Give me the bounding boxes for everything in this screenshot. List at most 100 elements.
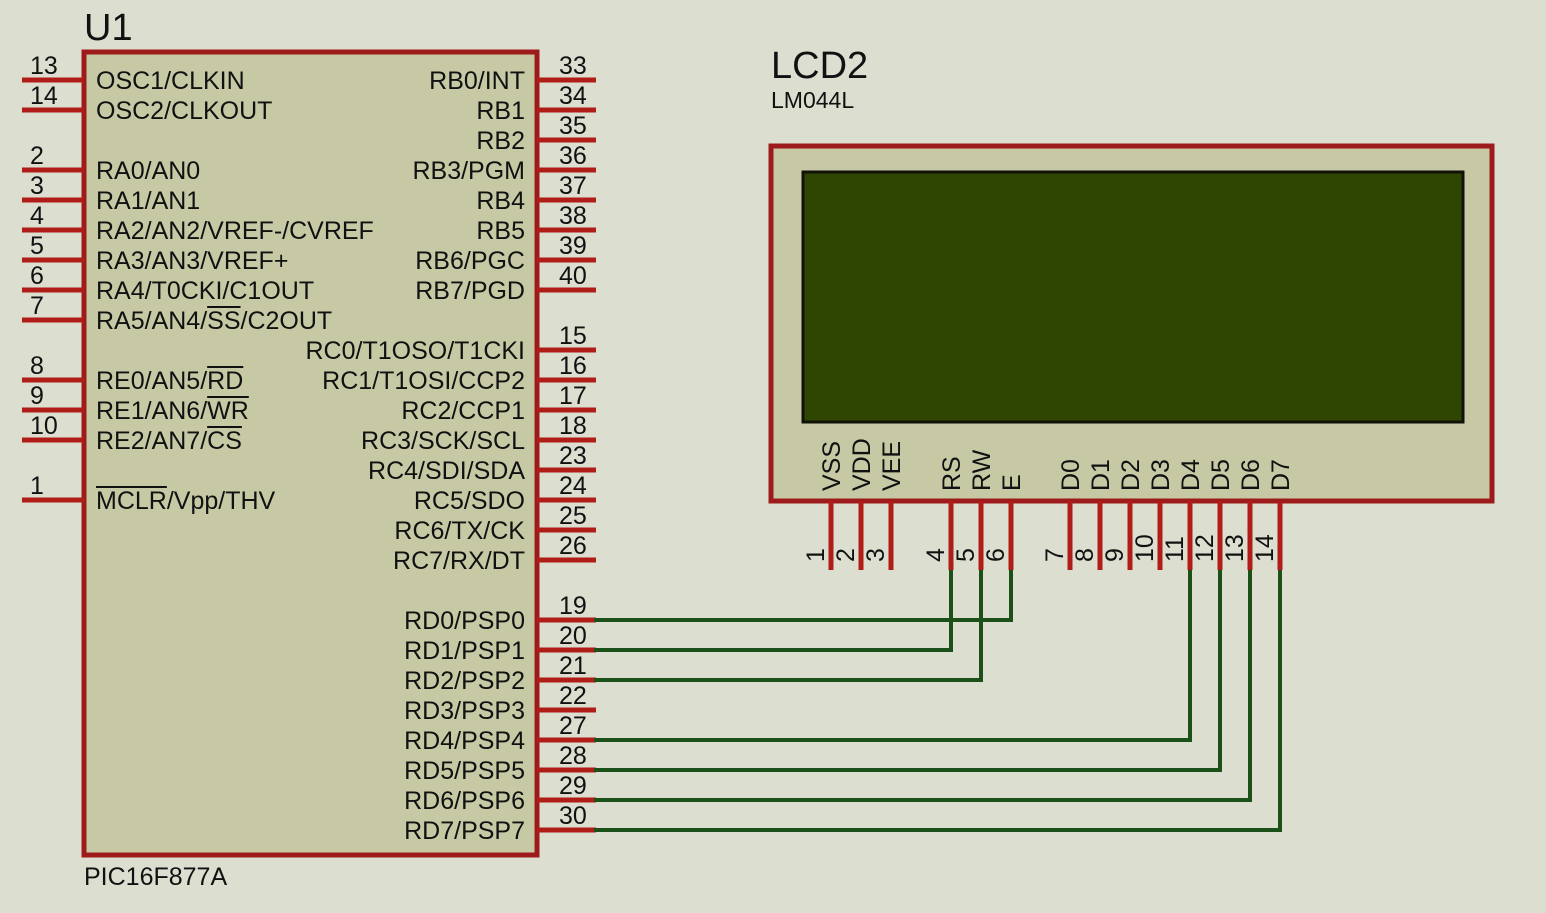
- lcd-pin-name-8: D1: [1087, 459, 1115, 491]
- mcu-pin-number-6: 6: [30, 262, 44, 290]
- mcu-pin-name-6: RA4/T0CKI/C1OUT: [96, 277, 314, 305]
- mcu-pin-name-3: RA1/AN1: [96, 187, 200, 215]
- mcu-pin-number-37: 37: [559, 172, 587, 200]
- mcu-pin-number-36: 36: [559, 142, 587, 170]
- mcu-pin-number-25: 25: [559, 502, 587, 530]
- lcd-pin-name-10: D3: [1147, 459, 1175, 491]
- wire-RD6-D6[interactable]: [596, 570, 1252, 802]
- wire-RD5-D5[interactable]: [596, 570, 1222, 772]
- wire-RD1-RS[interactable]: [596, 570, 953, 652]
- lcd-pin-number-8: 8: [1071, 548, 1099, 562]
- mcu-pin-number-19: 19: [559, 592, 587, 620]
- lcd-pin-number-13: 13: [1221, 534, 1249, 562]
- mcu-pin-number-5: 5: [30, 232, 44, 260]
- mcu-pin-number-20: 20: [559, 622, 587, 650]
- mcu-pin-number-39: 39: [559, 232, 587, 260]
- lcd-pin-number-4: 4: [922, 548, 950, 562]
- mcu-pin-number-8: 8: [30, 352, 44, 380]
- mcu-pin-number-17: 17: [559, 382, 587, 410]
- lcd-pin-name-1: VSS: [818, 441, 846, 491]
- lcd-pin-number-11: 11: [1161, 536, 1189, 562]
- lcd-pin-name-4: RS: [938, 456, 966, 491]
- wire-RD4-D4[interactable]: [596, 570, 1192, 742]
- mcu-pin-name-8: RE0/AN5/RD: [96, 367, 243, 395]
- mcu-pin-name-28: RD5/PSP5: [404, 757, 525, 785]
- mcu-pin-number-13: 13: [30, 52, 58, 80]
- lcd-pin-name-2: VDD: [848, 438, 876, 491]
- lcd-pin-name-5: RW: [968, 449, 996, 491]
- mcu-pin-name-29: RD6/PSP6: [404, 787, 525, 815]
- lcd-pin-name-7: D0: [1057, 459, 1085, 491]
- mcu-pin-name-2: RA0/AN0: [96, 157, 200, 185]
- mcu-pin-name-39: RB6/PGC: [415, 247, 525, 275]
- mcu-pin-name-40: RB7/PGD: [415, 277, 525, 305]
- mcu-pin-name-4: RA2/AN2/VREF-/CVREF: [96, 217, 374, 245]
- wire-RD0-E[interactable]: [596, 570, 1013, 622]
- mcu-pin-name-30: RD7/PSP7: [404, 817, 525, 845]
- mcu-pin-name-10: RE2/AN7/CS: [96, 427, 242, 455]
- mcu-pin-name-23: RC4/SDI/SDA: [368, 457, 525, 485]
- lcd-reference: LCD2: [771, 45, 868, 87]
- mcu-pin-number-40: 40: [559, 262, 587, 290]
- mcu-pin-name-1: MCLR/Vpp/THV: [96, 487, 276, 515]
- mcu-pin-number-18: 18: [559, 412, 587, 440]
- mcu-device-name: PIC16F877A: [84, 863, 227, 891]
- lcd-pin-number-14: 14: [1251, 534, 1279, 562]
- mcu-pin-number-21: 21: [559, 652, 587, 680]
- mcu-pin-name-37: RB4: [476, 187, 525, 215]
- wire-RD7-D7[interactable]: [596, 570, 1282, 832]
- lcd-pin-number-7: 7: [1041, 548, 1069, 562]
- mcu-pin-name-24: RC5/SDO: [414, 487, 525, 515]
- mcu-pin-number-2: 2: [30, 142, 44, 170]
- mcu-pin-name-5: RA3/AN3/VREF+: [96, 247, 288, 275]
- mcu-pin-number-29: 29: [559, 772, 587, 800]
- mcu-pin-number-27: 27: [559, 712, 587, 740]
- lcd-pin-name-11: D4: [1177, 459, 1205, 491]
- mcu-pin-number-3: 3: [30, 172, 44, 200]
- mcu-pin-number-1: 1: [30, 472, 44, 500]
- lcd-pin-number-1: 1: [802, 548, 830, 562]
- lcd-pin-number-5: 5: [952, 548, 980, 562]
- mcu-pin-name-27: RD4/PSP4: [404, 727, 525, 755]
- mcu-pin-number-7: 7: [30, 292, 44, 320]
- mcu-pin-number-16: 16: [559, 352, 587, 380]
- mcu-pin-name-18: RC3/SCK/SCL: [361, 427, 525, 455]
- mcu-pin-name-21: RD2/PSP2: [404, 667, 525, 695]
- mcu-pin-number-10: 10: [30, 412, 58, 440]
- lcd-pin-name-9: D2: [1117, 459, 1145, 491]
- lcd-pin-number-9: 9: [1101, 548, 1129, 562]
- mcu-pin-number-9: 9: [30, 382, 44, 410]
- lcd-pin-name-12: D5: [1207, 459, 1235, 491]
- mcu-pin-name-36: RB3/PGM: [412, 157, 525, 185]
- mcu-pin-name-34: RB1: [476, 97, 525, 125]
- lcd-pin-number-2: 2: [832, 548, 860, 562]
- mcu-pin-number-23: 23: [559, 442, 587, 470]
- mcu-pin-number-14: 14: [30, 82, 58, 110]
- mcu-pin-name-14: OSC2/CLKOUT: [96, 97, 272, 125]
- mcu-pin-number-34: 34: [559, 82, 587, 110]
- wire-RD2-RW[interactable]: [596, 570, 983, 682]
- mcu-pin-name-9: RE1/AN6/WR: [96, 397, 249, 425]
- mcu-pin-number-15: 15: [559, 322, 587, 350]
- lcd-pin-name-3: VEE: [878, 441, 906, 491]
- mcu-pin-name-33: RB0/INT: [429, 67, 525, 95]
- mcu-pin-name-25: RC6/TX/CK: [394, 517, 525, 545]
- mcu-pin-name-22: RD3/PSP3: [404, 697, 525, 725]
- lcd-device-name: LM044L: [771, 87, 854, 113]
- mcu-pin-name-15: RC0/T1OSO/T1CKI: [306, 337, 526, 365]
- lcd-pin-name-14: D7: [1267, 459, 1295, 491]
- mcu-pin-name-35: RB2: [476, 127, 525, 155]
- mcu-pin-name-13: OSC1/CLKIN: [96, 67, 245, 95]
- mcu-pin-number-4: 4: [30, 202, 44, 230]
- lcd-pin-number-10: 10: [1131, 534, 1159, 562]
- mcu-pin-name-17: RC2/CCP1: [401, 397, 525, 425]
- mcu-pin-name-7: RA5/AN4/SS/C2OUT: [96, 307, 332, 335]
- mcu-pin-name-20: RD1/PSP1: [404, 637, 525, 665]
- mcu-pin-number-28: 28: [559, 742, 587, 770]
- lcd-pin-number-6: 6: [982, 548, 1010, 562]
- lcd-pin-number-12: 12: [1191, 534, 1219, 562]
- lcd-pin-name-6: E: [998, 474, 1026, 491]
- mcu-pin-name-38: RB5: [476, 217, 525, 245]
